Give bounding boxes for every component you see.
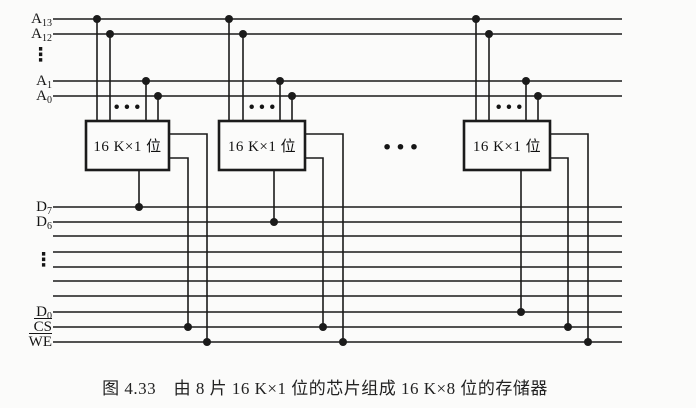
chip2-box (217, 119, 307, 172)
label-a12: A12 (31, 26, 52, 44)
label-d7: D7 (36, 199, 52, 217)
label-a1: A1 (36, 73, 52, 91)
chip2-we-junction (339, 338, 347, 346)
junction-dots (93, 15, 592, 346)
label-a0: A0 (36, 88, 52, 106)
chip2-cs-junction (319, 323, 327, 331)
chip3-d0-junction (517, 308, 525, 316)
chip-boxes (84, 119, 552, 172)
horizontal-bus-lines (53, 18, 622, 343)
chip3-address-ellipsis: ··· (494, 92, 526, 121)
chip3-we-connection (550, 133, 589, 342)
chip3-we-junction (584, 338, 592, 346)
label-d0: D0 (36, 304, 52, 322)
chip2-we-connection (305, 133, 344, 342)
chip1-cs-connection (169, 157, 189, 327)
label-d6: D6 (36, 214, 52, 232)
chip3-cs-junction (564, 323, 572, 331)
chip1-cs-junction (184, 323, 192, 331)
chip1-label: 16 K×1 位 (93, 139, 162, 155)
chip3-box (462, 119, 552, 172)
address-vertical-ellipsis: ⋮ (31, 44, 50, 66)
chip1-we-connection (169, 133, 208, 342)
chip1-we-junction (203, 338, 211, 346)
figure-caption: 图 4.33 由 8 片 16 K×1 位的芯片组成 16 K×8 位的存储器 (102, 379, 548, 398)
chip2-d6-junction (270, 218, 278, 226)
data-vertical-ellipsis: ⋮ (34, 249, 53, 271)
chip3-cs-connection (550, 157, 569, 327)
chip2-address-ellipsis: ··· (247, 92, 279, 121)
chip2-label: 16 K×1 位 (227, 139, 297, 155)
control-connection-lines (169, 133, 589, 342)
chip1-box (84, 119, 171, 172)
chip1-address-ellipsis: ··· (112, 92, 144, 121)
chip3-label: 16 K×1 位 (472, 139, 542, 155)
label-we: WE (28, 333, 52, 350)
more-chips-ellipsis: ··· (381, 130, 423, 165)
label-a13: A13 (31, 11, 52, 29)
data-drop-lines (138, 169, 522, 312)
label-cs: CS (33, 318, 52, 335)
chip2-cs-connection (305, 157, 324, 327)
chip1-d7-junction (135, 203, 143, 211)
address-risers (96, 19, 539, 122)
